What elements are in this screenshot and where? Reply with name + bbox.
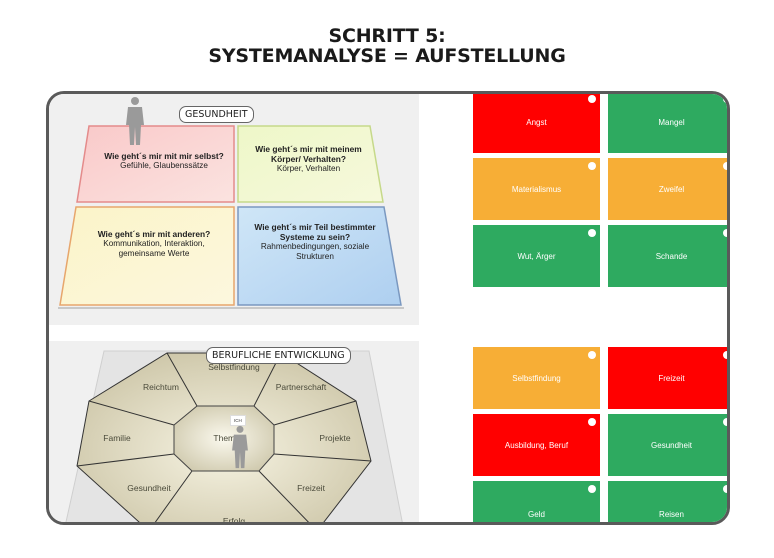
add-icon[interactable]	[588, 162, 596, 170]
quadrant-text-systems: Wie geht´s mir Teil bestimmter Systeme z…	[254, 222, 376, 261]
person-icon	[126, 97, 144, 145]
career-panel: BERUFLICHE ENTWICKLUNG Selbstfindung Par…	[49, 341, 419, 525]
health-label: GESUNDHEIT	[179, 106, 254, 123]
ich-tag: ICH	[230, 415, 246, 426]
quadrant-yellow	[59, 206, 235, 306]
page-title: SCHRITT 5: SYSTEMANALYSE = AUFSTELLUNG	[0, 26, 774, 66]
quadrant-green	[237, 125, 384, 203]
tile-gesundheit[interactable]: Gesundheit	[608, 414, 727, 476]
health-panel: GESUNDHEIT Wie geht´s mir mit mir selbst…	[49, 94, 419, 325]
title-line-2: SYSTEMANALYSE = AUFSTELLUNG	[208, 45, 566, 67]
add-icon[interactable]	[723, 229, 727, 237]
slide-frame: GESUNDHEIT Wie geht´s mir mit mir selbst…	[46, 91, 730, 525]
tile-angst[interactable]: Angst	[473, 94, 600, 153]
tile-selbstfindung[interactable]: Selbstfindung	[473, 347, 600, 409]
title-line-1: SCHRITT 5:	[328, 25, 446, 47]
quadrant-text-body: Wie geht´s mir mit meinem Körper/ Verhal…	[255, 144, 362, 173]
health-quadrant-graphic	[58, 125, 404, 309]
add-icon[interactable]	[588, 485, 596, 493]
add-icon[interactable]	[723, 162, 727, 170]
add-icon[interactable]	[588, 95, 596, 103]
tile-reisen[interactable]: Reisen	[608, 481, 727, 522]
center-label: Themen	[213, 433, 245, 443]
tile-schande[interactable]: Schande	[608, 225, 727, 287]
quadrant-blue	[237, 206, 402, 306]
segment-label: Projekte	[319, 433, 351, 443]
quadrant-text-self: Wie geht´s mir mit mir selbst? Gefühle, …	[104, 151, 224, 170]
add-icon[interactable]	[723, 95, 727, 103]
segment-label: Freizeit	[297, 483, 325, 493]
tile-geld[interactable]: Geld	[473, 481, 600, 522]
octagon-inner	[173, 405, 275, 472]
segment-label: Erfolg	[222, 516, 246, 525]
quadrant-text-others: Wie geht´s mir mit anderen? Kommunikatio…	[97, 229, 211, 258]
tile-zweifel[interactable]: Zweifel	[608, 158, 727, 220]
segment-label: Gesundheit	[127, 483, 171, 493]
tile-wut-aerger[interactable]: Wut, Ärger	[473, 225, 600, 287]
tile-materialismus[interactable]: Materialismus	[473, 158, 600, 220]
add-icon[interactable]	[588, 229, 596, 237]
add-icon[interactable]	[723, 418, 727, 426]
career-label: BERUFLICHE ENTWICKLUNG	[206, 347, 351, 364]
segment-label: Familie	[103, 433, 131, 443]
tile-freizeit[interactable]: Freizeit	[608, 347, 727, 409]
person-icon	[232, 425, 248, 469]
quadrant-pink	[76, 125, 235, 203]
tile-mangel[interactable]: Mangel	[608, 94, 727, 153]
segment-label: Partnerschaft	[275, 382, 327, 392]
add-icon[interactable]	[723, 485, 727, 493]
add-icon[interactable]	[588, 351, 596, 359]
add-icon[interactable]	[588, 418, 596, 426]
tile-ausbildung-beruf[interactable]: Ausbildung, Beruf	[473, 414, 600, 476]
segment-label: Selbstfindung	[208, 362, 260, 372]
add-icon[interactable]	[723, 351, 727, 359]
segment-label: Reichtum	[143, 382, 179, 392]
